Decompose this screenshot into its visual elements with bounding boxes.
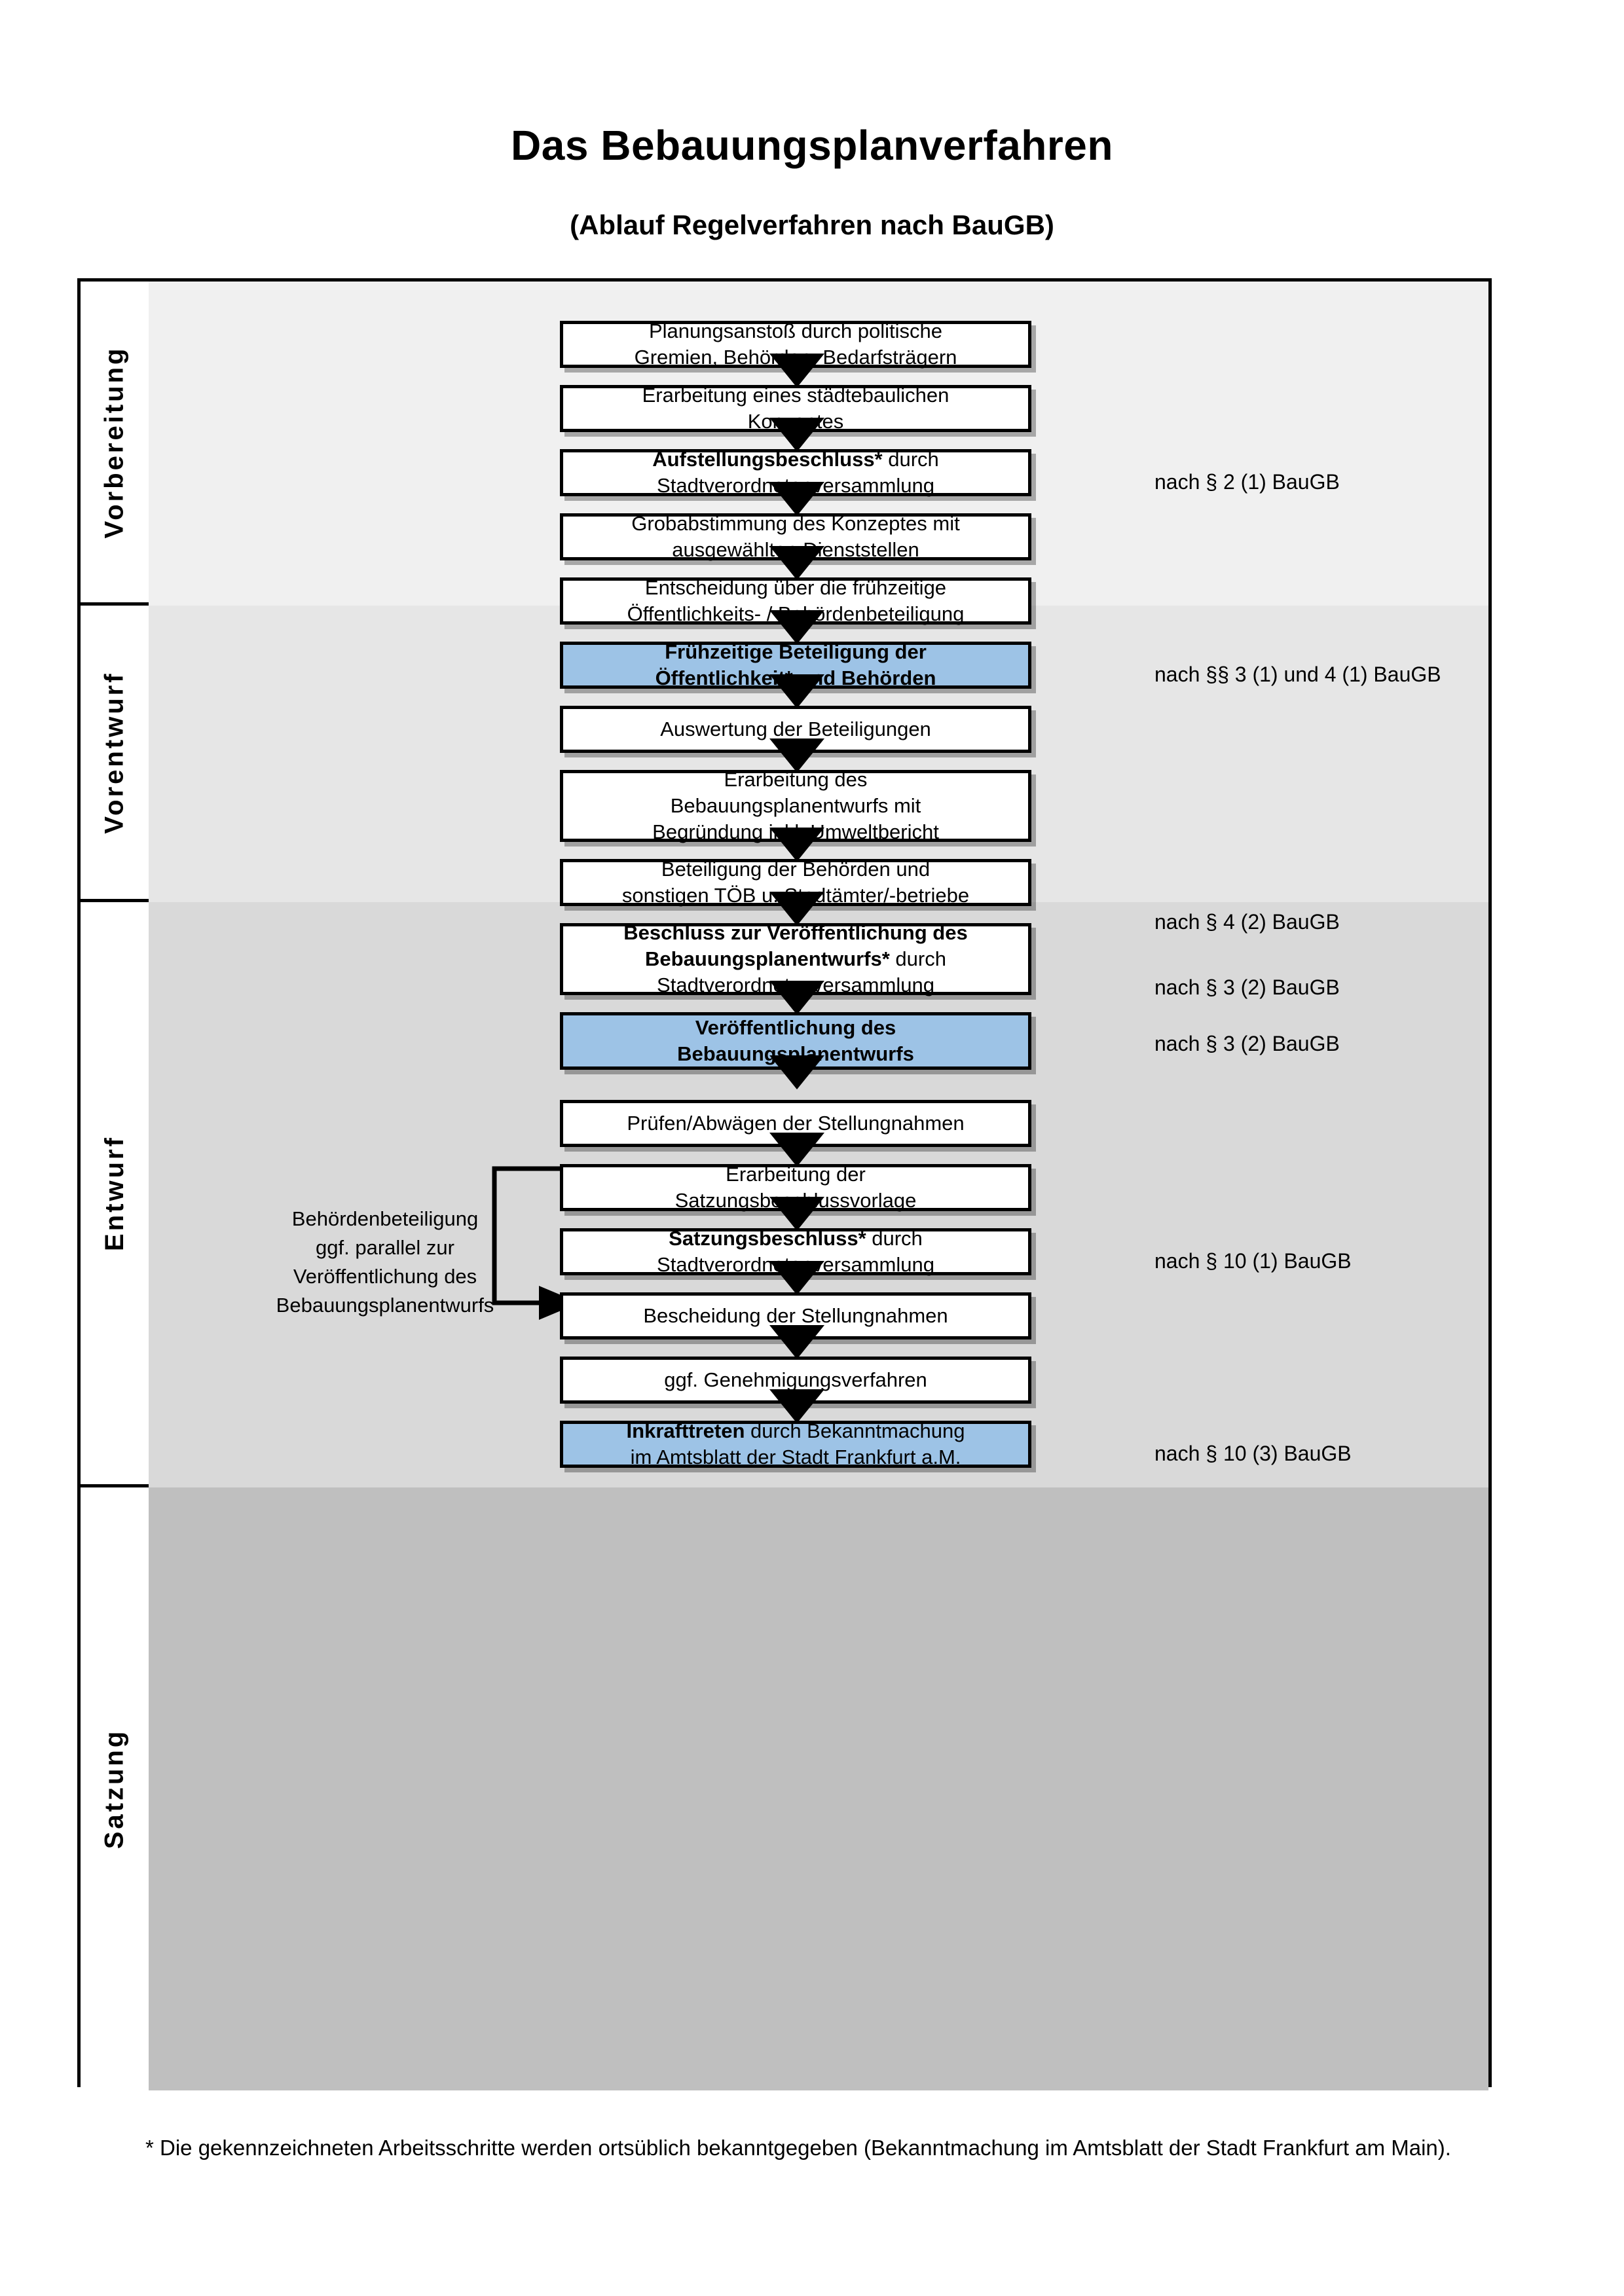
ref-par2: nach § 2 (1) BauGB — [1154, 470, 1340, 494]
flow-arrow — [769, 418, 824, 452]
flow-arrow — [769, 482, 824, 516]
ref-par3-2b: nach § 3 (2) BauGB — [1154, 1032, 1340, 1055]
flow-arrow — [769, 354, 824, 388]
phase-label-text: Vorbereitung — [100, 346, 129, 538]
flow-arrow — [769, 1325, 824, 1359]
band-satzung — [149, 1487, 1488, 2090]
flow-arrow — [769, 546, 824, 580]
step-text: Auswertung der Beteiligungen — [660, 717, 931, 740]
phase-label-text: Entwurf — [100, 1135, 129, 1251]
step-text: Prüfen/Abwägen der Stellungnahmen — [627, 1111, 965, 1135]
step-text: Bescheidung der Stellungnahmen — [643, 1303, 948, 1327]
flow-arrow — [769, 1133, 824, 1167]
step-text: ggf. Genehmigungsverfahren — [664, 1368, 927, 1391]
phase-label-vorbereitung: Vorbereitung — [81, 282, 149, 606]
flow-arrow — [769, 892, 824, 926]
page-subtitle: (Ablauf Regelverfahren nach BauGB) — [570, 210, 1054, 240]
ref-par10-1: nach § 10 (1) BauGB — [1154, 1249, 1352, 1273]
page-title: Das Bebauungsplanverfahren — [511, 122, 1113, 169]
phase-label-text: Satzung — [100, 1728, 129, 1850]
phase-label-text: Vorentwurf — [100, 670, 129, 834]
flow-arrow — [769, 828, 824, 862]
flow-arrow — [769, 738, 824, 773]
flow-arrow — [769, 1055, 824, 1089]
ref-par4-2: nach § 4 (2) BauGB — [1154, 910, 1340, 934]
ref-par10-3: nach § 10 (3) BauGB — [1154, 1442, 1352, 1465]
flow-arrow — [769, 610, 824, 644]
ref-par3-4: nach §§ 3 (1) und 4 (1) BauGB — [1154, 663, 1441, 686]
flowchart-frame: Vorbereitung Vorentwurf Entwurf Satzung … — [77, 278, 1492, 2090]
flow-arrow — [769, 1197, 824, 1231]
flow-arrow — [769, 674, 824, 708]
flow-arrow — [769, 1261, 824, 1295]
flow-arrow — [769, 981, 824, 1015]
behoerdenbeteiligung-note: Behördenbeteiligung ggf. parallel zur Ve… — [276, 1207, 494, 1317]
phase-label-entwurf: Entwurf — [81, 902, 149, 1487]
ref-par3-2a: nach § 3 (2) BauGB — [1154, 975, 1340, 999]
phase-label-satzung: Satzung — [81, 1487, 149, 2090]
footnote: * Die gekennzeichneten Arbeitsschritte w… — [145, 2136, 1451, 2160]
phase-label-vorentwurf: Vorentwurf — [81, 606, 149, 902]
flow-arrow — [769, 1389, 824, 1423]
